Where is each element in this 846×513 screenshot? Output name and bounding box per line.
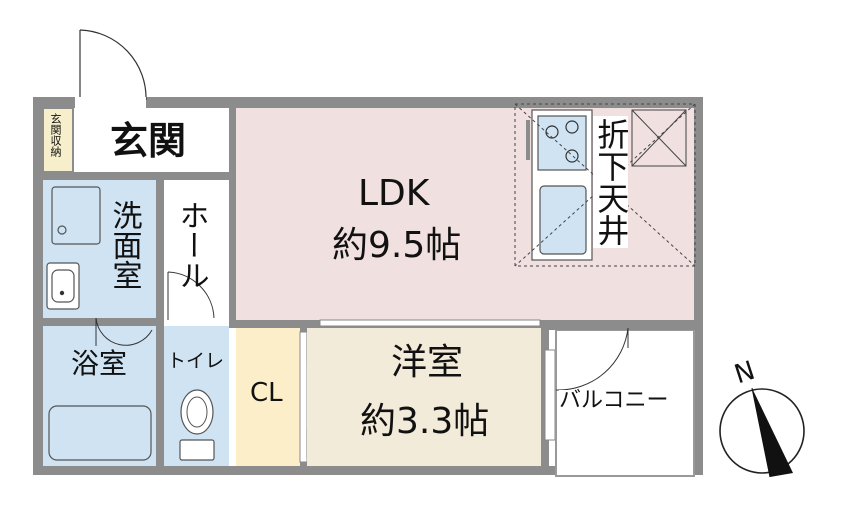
ldk-size-label: 約9.5帖 — [332, 225, 462, 266]
western-room-size-label: 約3.3帖 — [360, 401, 490, 442]
compass-icon — [719, 387, 805, 478]
hall-area — [164, 180, 229, 318]
western-room-area — [307, 328, 541, 466]
balcony-label: バルコニー — [559, 388, 669, 413]
closet-label: CL — [250, 378, 283, 408]
ldk-label: LDK — [358, 173, 430, 214]
genkan-label: 玄関 — [110, 119, 187, 163]
closet-area — [236, 328, 300, 466]
washroom-label: 洗面室 — [106, 200, 142, 290]
genkan-area — [75, 108, 229, 172]
toilet-label: トイレ — [167, 350, 225, 372]
lowered-ceiling-label: 折下天井 — [592, 116, 631, 248]
bath-label: 浴室 — [71, 347, 128, 380]
hall-label: ホール — [173, 200, 209, 290]
western-room-label: 洋室 — [391, 342, 464, 383]
genkan-storage-label: 玄関収納 — [49, 113, 62, 157]
